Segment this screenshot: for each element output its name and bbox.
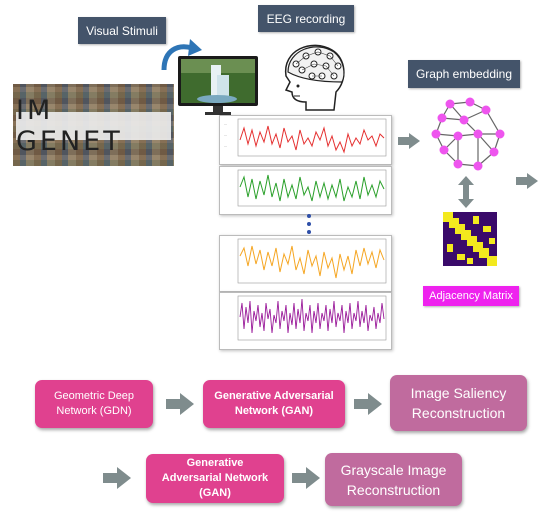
imagenet-logo: IM GENET <box>16 95 171 157</box>
arrow-eeg-to-graph <box>398 133 420 149</box>
more-channels-dots <box>307 214 311 234</box>
monitor-icon <box>178 56 258 115</box>
arrow-gan-to-grayscale <box>292 467 320 489</box>
eeg-recording-label: EEG recording <box>258 5 354 32</box>
grayscale-box: Grayscale Image Reconstruction <box>325 453 462 506</box>
arrow-into-gan-bottom <box>103 467 131 489</box>
gan-box-bottom: Generative Adversarial Network (GAN) <box>146 454 284 503</box>
gdn-box: Geometric Deep Network (GDN) <box>35 380 153 428</box>
curved-arrow-icon <box>161 39 202 71</box>
eeg-signal-panel-green <box>219 166 392 215</box>
gan-box-top: Generative Adversarial Network (GAN) <box>203 380 345 428</box>
imagenet-logo-text: IM GENET <box>16 95 123 157</box>
adjacency-matrix-image <box>443 212 497 266</box>
saliency-box: Image Saliency Reconstruction <box>390 375 527 431</box>
visual-stimuli-label: Visual Stimuli <box>78 17 166 44</box>
graph-embedding-label: Graph embedding <box>408 60 520 88</box>
eeg-head-icon <box>284 44 345 111</box>
svg-text:—: — <box>224 133 227 137</box>
eeg-signal-panel-red: — — — <box>219 115 392 165</box>
double-arrow-icon <box>458 176 474 208</box>
eeg-signal-panel-purple <box>219 292 392 350</box>
arrow-graph-out <box>516 173 538 189</box>
svg-text:—: — <box>224 122 227 126</box>
svg-text:—: — <box>224 144 227 148</box>
arrow-gdn-to-gan <box>166 393 194 415</box>
arrow-gan-to-saliency <box>354 393 382 415</box>
graph-icon <box>431 97 505 171</box>
eeg-signal-panel-orange <box>219 235 392 292</box>
adjacency-matrix-label: Adjacency Matrix <box>423 286 519 306</box>
